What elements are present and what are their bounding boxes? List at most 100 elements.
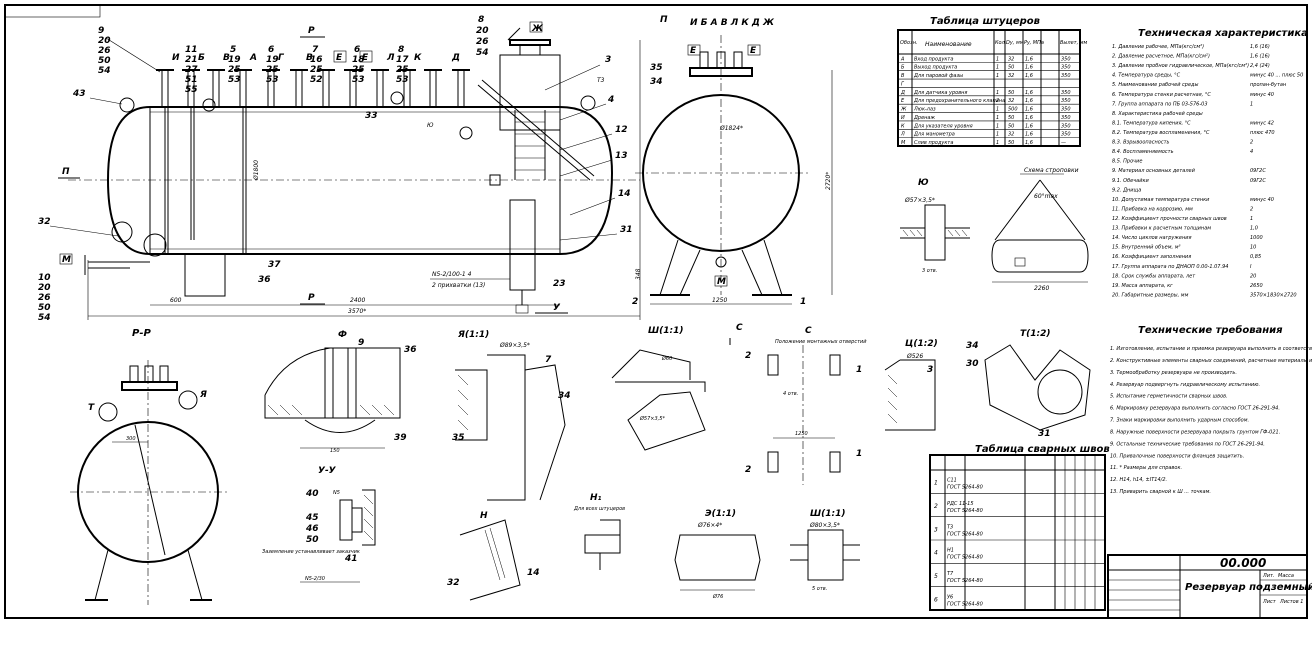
weld-std: ГОСТ 5264-80 xyxy=(947,508,983,514)
svg-text:Г: Г xyxy=(278,53,285,63)
tech-char-item: 10. Допустимая температура стенки xyxy=(1112,197,1210,203)
tech-char-item: 11. Прибавка на коррозию, мм xyxy=(1112,206,1193,212)
nozzle-cell: 350 xyxy=(1061,132,1071,138)
svg-text:Ø57×3,5*: Ø57×3,5* xyxy=(639,415,665,422)
tech-char-item: 8.5. Прочие xyxy=(1112,159,1142,165)
svg-text:2400: 2400 xyxy=(350,297,365,304)
svg-text:25: 25 xyxy=(266,65,279,75)
tech-char-value: 1,6 (16) xyxy=(1250,54,1270,60)
svg-text:Е: Е xyxy=(750,46,757,56)
nozzle-cell: 350 xyxy=(1061,73,1071,79)
tech-char-item: 15. Внутренний объем, м³ xyxy=(1112,245,1180,251)
svg-text:50: 50 xyxy=(306,535,319,545)
svg-text:51: 51 xyxy=(185,75,198,85)
weld-code: У6 xyxy=(947,594,953,600)
svg-text:2: 2 xyxy=(745,465,751,475)
nozzle-cell: 350 xyxy=(1061,107,1071,113)
svg-text:Ж: Ж xyxy=(531,24,544,34)
tech-char-item: 4. Температура среды, °С xyxy=(1112,73,1181,79)
svg-text:Наименование: Наименование xyxy=(925,41,972,48)
svg-text:36: 36 xyxy=(258,275,271,285)
svg-text:54: 54 xyxy=(38,313,51,323)
svg-text:Резервуар подземный V = 10 м³: Резервуар подземный V = 10 м³ xyxy=(1185,582,1312,593)
nozzle-cell: — xyxy=(1061,140,1066,146)
nozzle-cell: А xyxy=(900,56,905,62)
nozzle-cell: 1 xyxy=(996,115,999,121)
nozzle-cell: 1,6 xyxy=(1025,98,1033,104)
weld-num: 5 xyxy=(934,573,938,580)
weld-code: Т3 xyxy=(947,524,953,530)
nozzle-cell: Б xyxy=(901,65,905,71)
tech-req-item: 1. Изготовление, испытание и приемка рез… xyxy=(1110,346,1312,352)
tech-req-item: 9. Остальные технические требования по Г… xyxy=(1110,441,1265,447)
svg-text:Т3: Т3 xyxy=(597,77,605,84)
svg-text:Ø1800: Ø1800 xyxy=(253,160,260,181)
bottom-instrument xyxy=(509,199,536,291)
svg-text:А: А xyxy=(249,53,257,63)
svg-text:5 отв.: 5 отв. xyxy=(812,586,827,592)
svg-text:Ø80×3,5*: Ø80×3,5* xyxy=(809,522,840,529)
tech-char-value: 2,4 (24) xyxy=(1250,63,1270,69)
weld-code: Т7 xyxy=(947,571,954,577)
nozzle-table: Таблица штуцеров Обозн. Наименование Кол… xyxy=(897,15,1088,147)
tech-char-value: минус 40 ... плюс 50 xyxy=(1250,73,1303,79)
svg-text:27: 27 xyxy=(185,65,198,75)
svg-text:6: 6 xyxy=(268,45,274,55)
title-block: 00.000 Резервуар подземный V = 10 м³ Лит… xyxy=(1107,554,1312,619)
weld-num: 3 xyxy=(934,526,938,533)
tech-req-item: 2. Конструктивные элементы сварных соеди… xyxy=(1110,358,1312,364)
svg-text:Ф: Ф xyxy=(338,330,347,340)
svg-text:3: 3 xyxy=(605,55,611,65)
view-p-p: Р-Р Т Я 300 xyxy=(70,328,228,605)
svg-text:6: 6 xyxy=(354,45,360,55)
nozzle-cell: К xyxy=(901,123,905,129)
svg-text:С: С xyxy=(736,323,743,333)
svg-text:4: 4 xyxy=(607,95,614,105)
svg-text:Масса: Масса xyxy=(1278,573,1294,579)
nozzle-cell: 1 xyxy=(996,56,999,62)
tech-req-item: 7. Знаки маркировки выполнить ударным сп… xyxy=(1110,418,1249,424)
svg-text:7: 7 xyxy=(545,355,552,365)
svg-text:Е: Е xyxy=(690,46,697,56)
svg-text:Ø60: Ø60 xyxy=(661,355,672,362)
svg-text:Кол.: Кол. xyxy=(995,40,1006,46)
nozzle-cell: 1,6 xyxy=(1025,123,1033,129)
tech-char-item: 17. Группа аппарата по ДНАОП 0.00-1.07.9… xyxy=(1112,264,1228,270)
svg-text:П: П xyxy=(660,15,668,25)
nozzle-cell: 1,6 xyxy=(1025,73,1033,79)
svg-text:54: 54 xyxy=(476,48,489,58)
tech-char-value: 3570×1830×2720 xyxy=(1250,292,1297,298)
nozzle-cell: Дренаж xyxy=(913,115,935,121)
svg-text:Ш(1:1): Ш(1:1) xyxy=(648,326,683,336)
svg-text:33: 33 xyxy=(365,111,378,121)
svg-text:Лист: Лист xyxy=(1262,599,1277,605)
top-nozzles: И Б В А Г В Е Е Л К Д xyxy=(156,50,470,108)
svg-text:2720*: 2720* xyxy=(825,172,832,190)
detail-f: Ф 9 36 39 150 xyxy=(264,330,417,454)
svg-text:Py, МПа: Py, МПа xyxy=(1024,40,1044,46)
svg-text:8: 8 xyxy=(398,45,404,55)
tech-req-item: 3. Термообработку резервуара не производ… xyxy=(1110,370,1237,376)
svg-text:41: 41 xyxy=(344,554,358,564)
nozzle-cell: 1,6 xyxy=(1025,107,1033,113)
svg-text:N5-2/30: N5-2/30 xyxy=(305,576,325,582)
svg-text:Я: Я xyxy=(199,390,207,400)
tech-char-value: плюс 470 xyxy=(1250,130,1275,136)
nozzle-cell: 32 xyxy=(1008,56,1014,62)
tech-char-item: 9. Материал основных деталей xyxy=(1112,168,1196,174)
nozzle-cell: 50 xyxy=(1008,140,1014,146)
tech-characteristics: Техническая характеристика 1. Давление р… xyxy=(1112,28,1308,298)
nozzle-cell: 1,6 xyxy=(1025,140,1033,146)
svg-text:N5: N5 xyxy=(333,490,340,496)
tech-char-value: 09Г2С xyxy=(1250,178,1266,184)
svg-text:2: 2 xyxy=(632,297,638,307)
svg-text:32: 32 xyxy=(447,578,460,588)
svg-text:Ц(1:2): Ц(1:2) xyxy=(905,339,938,349)
svg-text:Н₁: Н₁ xyxy=(590,493,602,503)
tech-char-item: 9.2. Днища xyxy=(1112,187,1141,193)
svg-text:Л: Л xyxy=(386,53,395,63)
svg-text:43: 43 xyxy=(72,89,86,99)
weld-std: ГОСТ 5264-80 xyxy=(947,485,983,491)
svg-text:39: 39 xyxy=(394,433,407,443)
